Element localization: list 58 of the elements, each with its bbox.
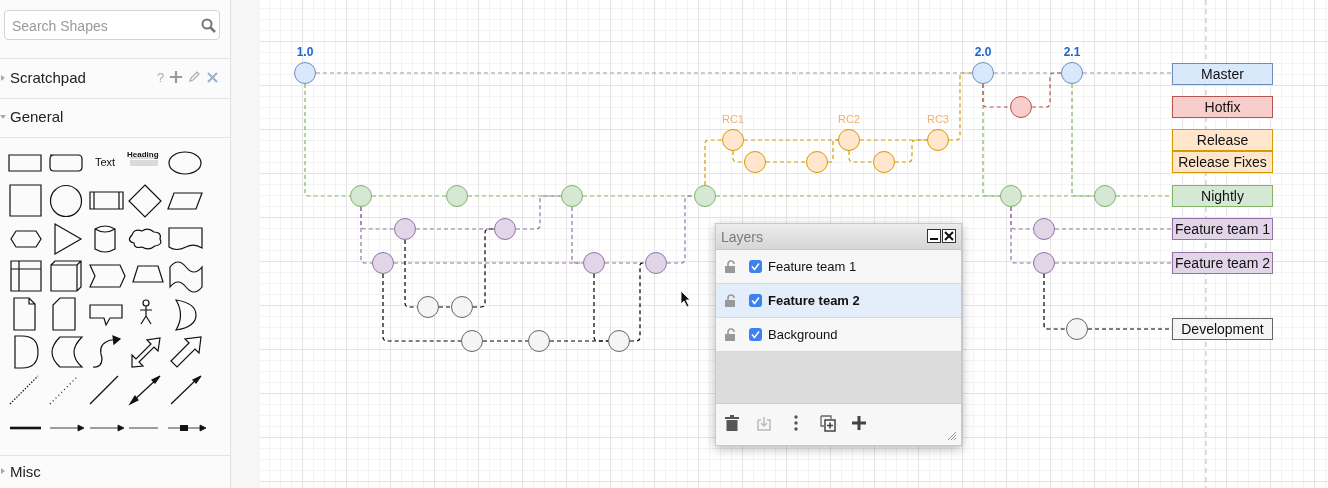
version-label: RC2: [837, 112, 861, 126]
version-label: 2.1: [1062, 45, 1082, 59]
branch-connector: [715, 195, 1001, 197]
branch-connector: [482, 340, 529, 342]
branch-connector: [629, 262, 646, 342]
branch-connector: [1054, 228, 1173, 230]
section-header: General: [10, 108, 64, 125]
branch-connector: [571, 206, 584, 264]
shape-heading-label: Heading: [127, 150, 159, 159]
shape-text-label: Text: [95, 156, 116, 168]
branch-connector: [582, 195, 695, 197]
dialog-title: Layers: [721, 229, 764, 245]
branch-connector: [704, 139, 723, 186]
branch-connector: [1031, 72, 1062, 108]
branch-label-box: Nightly: [1172, 185, 1273, 207]
branch-connector: [743, 139, 839, 141]
branch-connector: [848, 150, 874, 163]
branch-connector: [1054, 262, 1173, 264]
branch-label-box: Hotfix: [1172, 96, 1273, 118]
branch-connector: [371, 195, 447, 197]
branch-connector: [382, 273, 462, 342]
branch-connector: [948, 72, 973, 141]
version-label: RC1: [721, 112, 745, 126]
branch-connector: [1043, 273, 1067, 330]
branch-connector: [467, 195, 562, 197]
version-label: RC3: [926, 112, 950, 126]
branch-connector: [304, 83, 351, 197]
branch-label-box: Feature team 2: [1172, 252, 1273, 274]
version-label: 1.0: [295, 45, 315, 59]
branch-connector: [360, 206, 373, 264]
branch-connector: [515, 195, 562, 230]
branch-connector: [765, 161, 807, 163]
branch-connector: [472, 228, 495, 308]
search-field: Search Shapes: [4, 10, 220, 40]
branch-connector: [1082, 72, 1173, 74]
branch-connector: [1010, 206, 1034, 264]
branch-connector: [894, 139, 928, 163]
branch-connector: [827, 139, 839, 163]
section-header: Scratchpad: [10, 69, 86, 86]
layer-name: Feature team 1: [768, 259, 857, 274]
branch-label-box: Feature team 1: [1172, 218, 1273, 240]
branch-connector: [1071, 83, 1095, 197]
layer-name: Background: [768, 327, 838, 342]
section-header: Misc: [10, 463, 41, 480]
branch-label-box: Development: [1172, 318, 1273, 340]
layer-name: Feature team 2: [768, 293, 860, 308]
branch-label-box: Release: [1172, 129, 1273, 151]
branch-label-box: Release Fixes: [1172, 151, 1273, 173]
branch-label-box: Master: [1172, 63, 1273, 85]
branch-connector: [438, 306, 452, 308]
branch-connector: [732, 150, 745, 163]
help-icon: ?: [157, 70, 165, 85]
branch-connector: [982, 83, 1011, 108]
branch-connector: [593, 273, 609, 342]
branch-connector: [1021, 195, 1095, 197]
branch-connector: [604, 262, 646, 264]
branch-connector: [859, 139, 928, 141]
version-label: 2.0: [973, 45, 993, 59]
